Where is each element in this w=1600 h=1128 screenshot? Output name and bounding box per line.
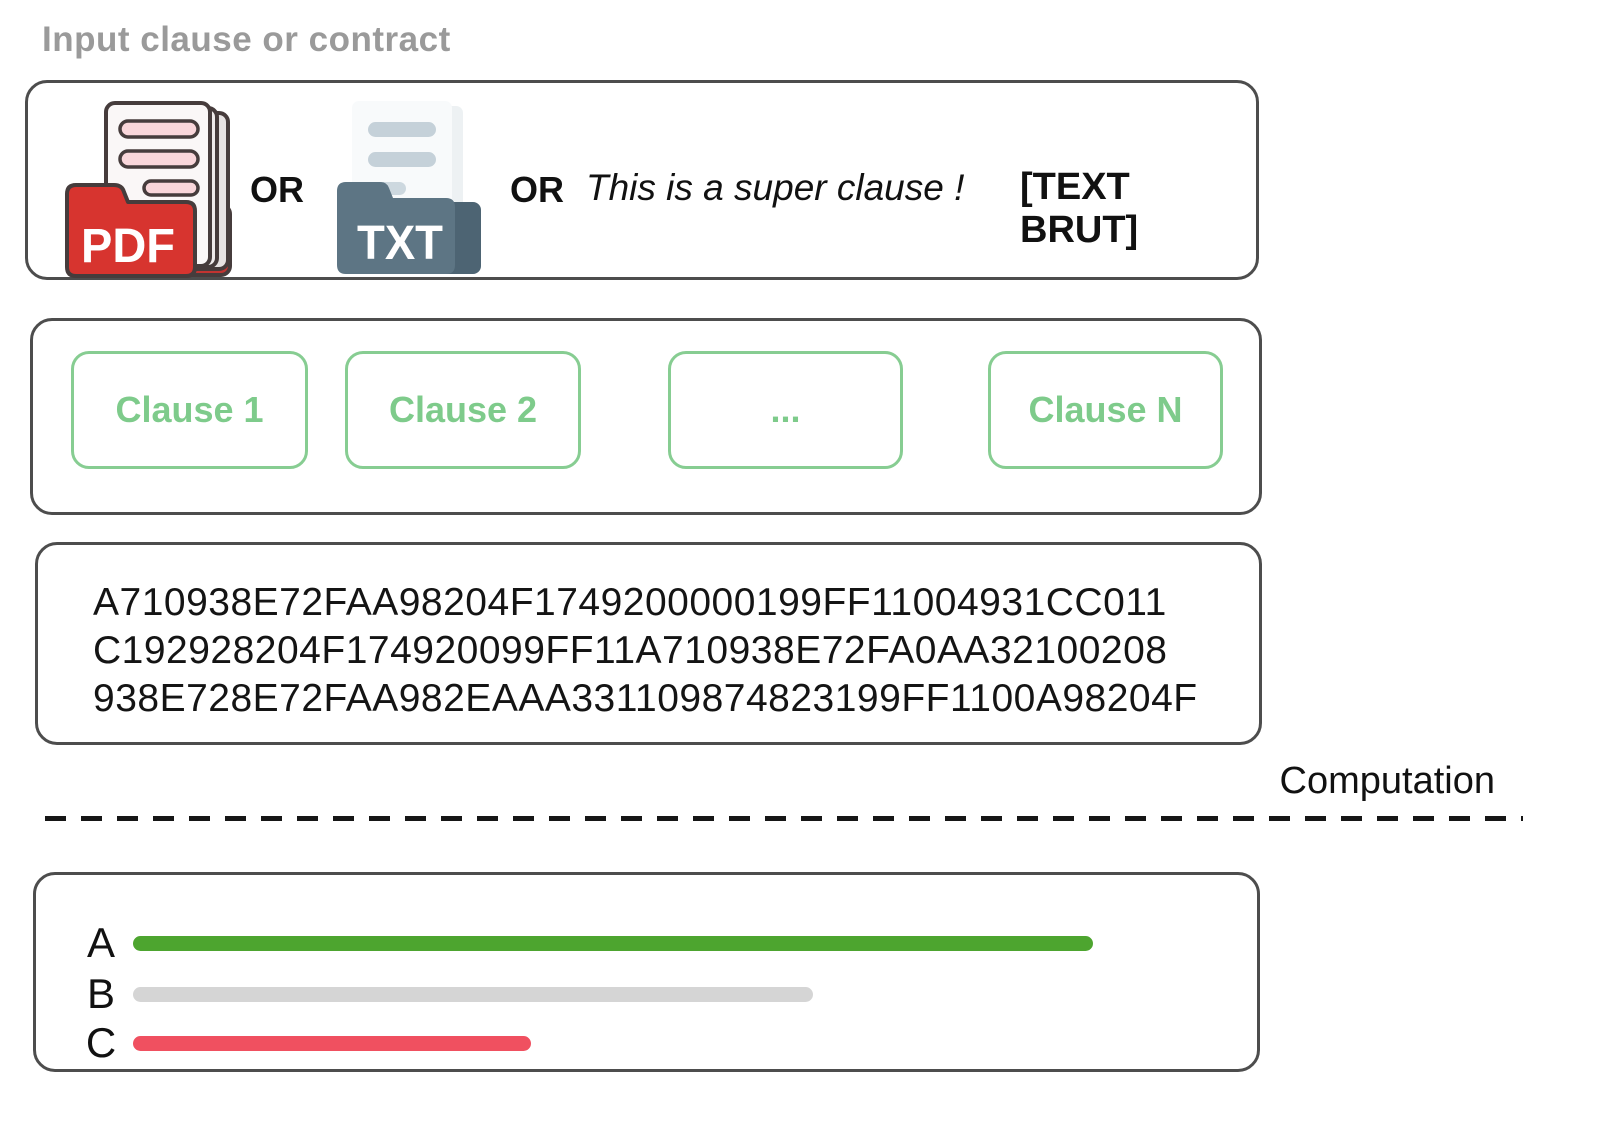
clauses-panel: Clause 1 Clause 2 ... Clause N <box>30 318 1262 515</box>
score-bar-b <box>133 986 813 1002</box>
raw-clause-example: This is a super clause ! <box>586 167 965 208</box>
score-bar-c <box>133 1035 531 1051</box>
score-label-a: A <box>86 919 115 966</box>
raw-text-tag: [TEXT BRUT] <box>1020 166 1139 251</box>
hash-line-3: 938E728E72FAA982EAAA331109874823199FF110… <box>93 677 1198 720</box>
pdf-icon-label: PDF <box>81 220 175 273</box>
txt-file-icon: TXT <box>331 96 489 280</box>
txt-icon-label: TXT <box>357 217 443 270</box>
hash-line-2: C192928204F174920099FF11A710938E72FA0AA3… <box>93 629 1168 672</box>
hash-panel: A710938E72FAA98204F1749200000199FF110049… <box>35 542 1262 745</box>
scores-panel: A B C <box>33 872 1260 1072</box>
input-panel: PDF OR TXT OR This is a super clause ! [… <box>25 80 1259 280</box>
score-label-c: C <box>85 1019 117 1066</box>
score-row-c: C <box>84 1019 1237 1066</box>
score-row-b: B <box>84 970 1237 1017</box>
score-bar-a <box>133 935 1093 951</box>
clause-chip-2: Clause 2 <box>345 351 581 469</box>
score-row-a: A <box>84 919 1237 966</box>
or-separator-2: OR <box>510 169 564 210</box>
or-separator-1: OR <box>250 169 304 210</box>
clause-chip-n: Clause N <box>988 351 1223 469</box>
hash-line-1: A710938E72FAA98204F1749200000199FF110049… <box>93 581 1167 624</box>
pdf-file-icon: PDF <box>58 93 244 283</box>
input-section-label: Input clause or contract <box>42 20 451 59</box>
computation-divider-line <box>45 816 1523 821</box>
score-label-b: B <box>86 970 115 1017</box>
clause-chip-1: Clause 1 <box>71 351 308 469</box>
computation-label: Computation <box>1279 760 1495 802</box>
clause-chip-ellipsis: ... <box>668 351 903 469</box>
